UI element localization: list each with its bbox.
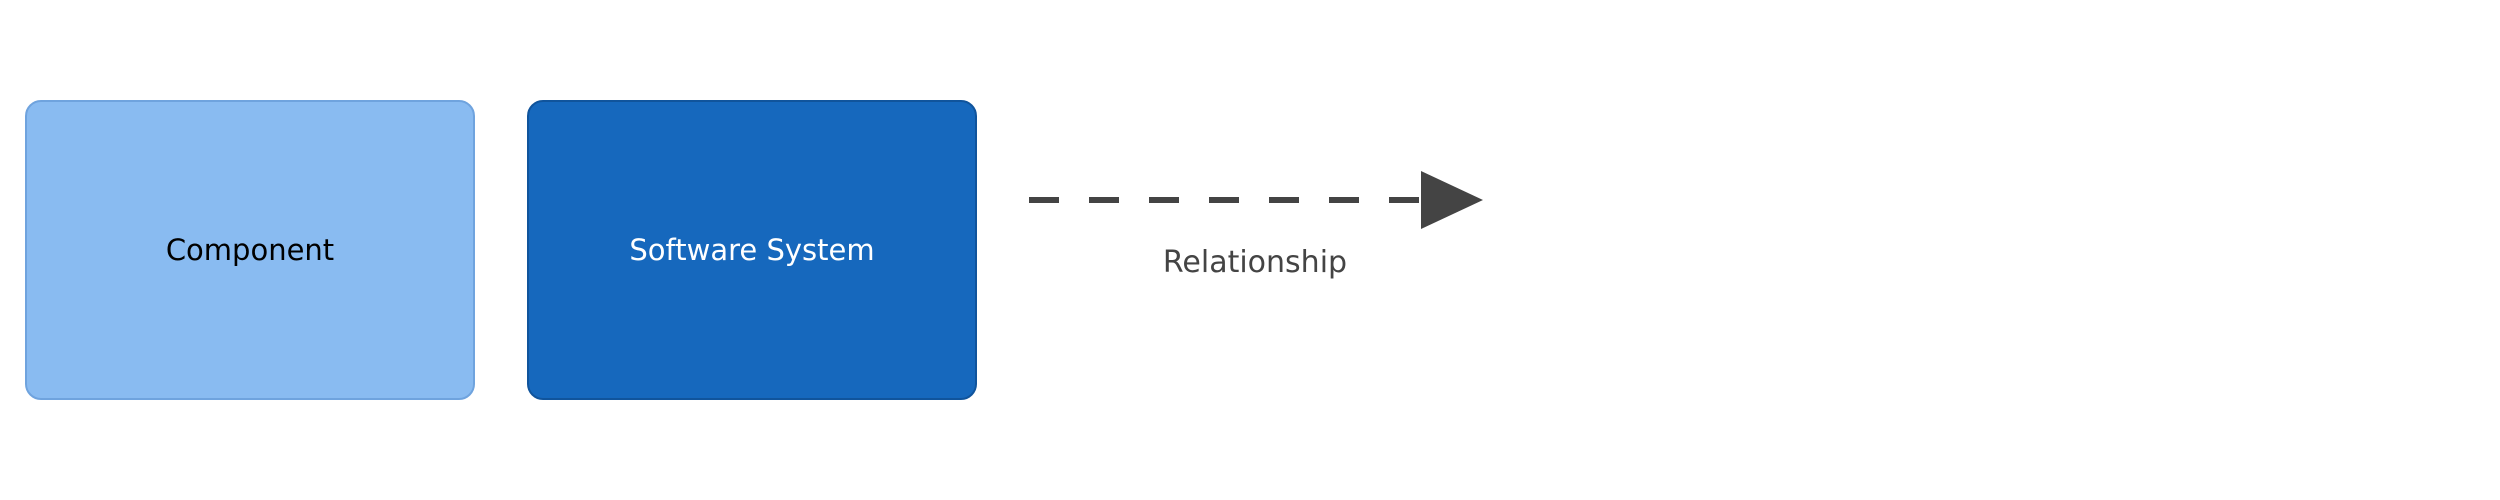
relationship-arrow — [1029, 171, 1483, 229]
relationship-label: Relationship — [1162, 245, 1348, 280]
relationship-arrowhead-icon — [1421, 171, 1483, 229]
component-label: Component — [165, 233, 335, 267]
software-system-label: Software System — [629, 233, 875, 267]
software-system-legend-box: Software System — [527, 100, 977, 400]
component-legend-box: Component — [25, 100, 475, 400]
